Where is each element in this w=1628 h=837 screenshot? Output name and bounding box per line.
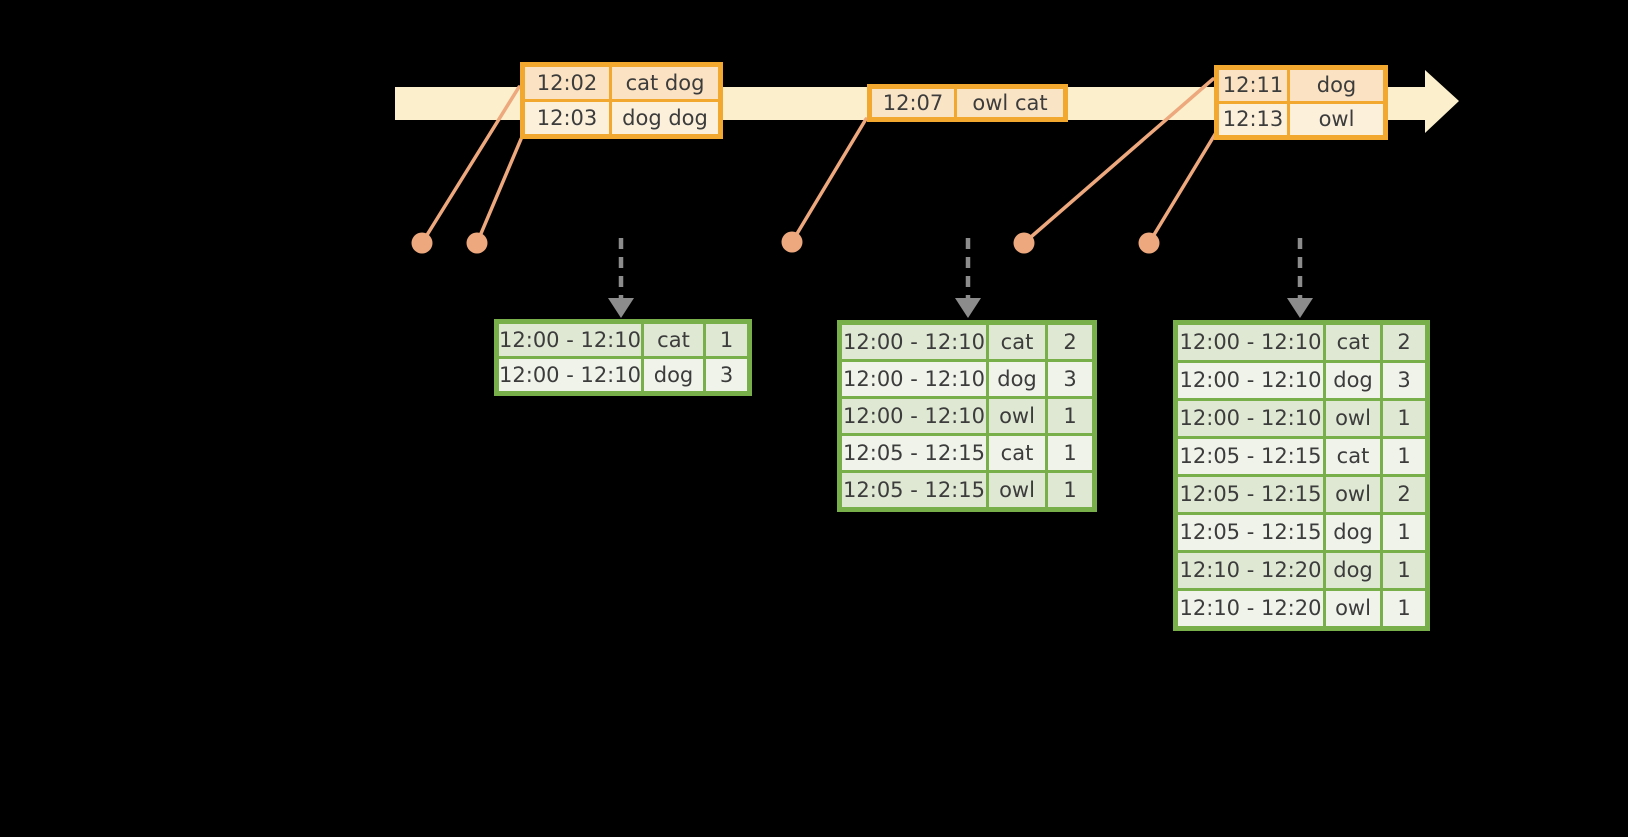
table-cell: 12:00 - 12:10 (499, 324, 641, 356)
table-cell: 12:11 (1219, 70, 1287, 101)
table-cell: cat (644, 324, 703, 356)
table-cell: 12:05 - 12:15 (1178, 515, 1323, 550)
table-cell: 12:00 - 12:10 (1178, 325, 1323, 360)
table-cell: cat (989, 436, 1045, 470)
table-cell: 12:07 (872, 89, 954, 117)
table-cell: owl (1326, 591, 1380, 626)
table-cell: dog (989, 362, 1045, 396)
table-cell: 12:00 - 12:10 (842, 399, 986, 433)
table-cell: owl (1290, 104, 1383, 135)
event-dots (411, 231, 1160, 254)
event-dot (466, 232, 488, 254)
table-cell: cat (989, 325, 1045, 359)
table-cell: 12:10 - 12:20 (1178, 553, 1323, 588)
table-cell: 2 (1383, 325, 1425, 360)
table-cell: 12:10 - 12:20 (1178, 591, 1323, 626)
table-cell: 12:03 (525, 102, 609, 134)
event-connector-line (420, 85, 521, 245)
table-cell: dog (1290, 70, 1383, 101)
table-cell: 1 (1048, 473, 1092, 507)
table-cell: dog (1326, 553, 1380, 588)
table-cell: cat dog (612, 67, 718, 99)
table-cell: 1 (1383, 439, 1425, 474)
trigger-arrowheads (608, 298, 1313, 318)
dashed-arrowhead-icon (1287, 298, 1313, 318)
table-cell: owl (989, 399, 1045, 433)
trigger-arrows (618, 238, 1303, 300)
event-dot (1138, 232, 1160, 254)
table-cell: 2 (1383, 477, 1425, 512)
table-cell: 1 (706, 324, 747, 356)
table-cell: 2 (1048, 325, 1092, 359)
event-connectors (420, 77, 1219, 245)
table-cell: 12:05 - 12:15 (842, 473, 986, 507)
table-cell: 12:05 - 12:15 (1178, 439, 1323, 474)
table-cell: 1 (1383, 515, 1425, 550)
event-connector-line (1022, 77, 1215, 245)
table-cell: dog (1326, 363, 1380, 398)
table-cell: 12:02 (525, 67, 609, 99)
table-cell: 1 (1048, 436, 1092, 470)
dashed-arrowhead-icon (608, 298, 634, 318)
table-cell: cat (1326, 325, 1380, 360)
table-cell: owl (1326, 477, 1380, 512)
event-connector-line (790, 117, 868, 244)
table-cell: 12:00 - 12:10 (842, 362, 986, 396)
timeline-arrowhead-icon (1425, 70, 1459, 133)
table-cell: owl cat (957, 89, 1063, 117)
event-dot (1013, 232, 1035, 254)
table-cell: 12:05 - 12:15 (842, 436, 986, 470)
table-cell: 3 (1048, 362, 1092, 396)
event-dot (781, 231, 803, 253)
table-cell: 12:00 - 12:10 (499, 359, 641, 391)
table-cell: 12:00 - 12:10 (842, 325, 986, 359)
event-connector-line (1147, 129, 1219, 245)
dashed-arrowhead-icon (955, 298, 981, 318)
table-cell: owl (1326, 401, 1380, 436)
event-connector-line (475, 137, 523, 245)
table-cell: cat (1326, 439, 1380, 474)
table-cell: dog (644, 359, 703, 391)
table-cell: 3 (1383, 363, 1425, 398)
table-cell: 1 (1383, 591, 1425, 626)
table-cell: 1 (1383, 553, 1425, 588)
table-cell: 1 (1383, 401, 1425, 436)
table-cell: owl (989, 473, 1045, 507)
table-cell: 12:00 - 12:10 (1178, 363, 1323, 398)
table-cell: 12:05 - 12:15 (1178, 477, 1323, 512)
table-cell: 12:13 (1219, 104, 1287, 135)
table-cell: 12:00 - 12:10 (1178, 401, 1323, 436)
table-cell: dog (1326, 515, 1380, 550)
table-cell: 3 (706, 359, 747, 391)
event-dot (411, 232, 433, 254)
table-cell: dog dog (612, 102, 718, 134)
table-cell: 1 (1048, 399, 1092, 433)
